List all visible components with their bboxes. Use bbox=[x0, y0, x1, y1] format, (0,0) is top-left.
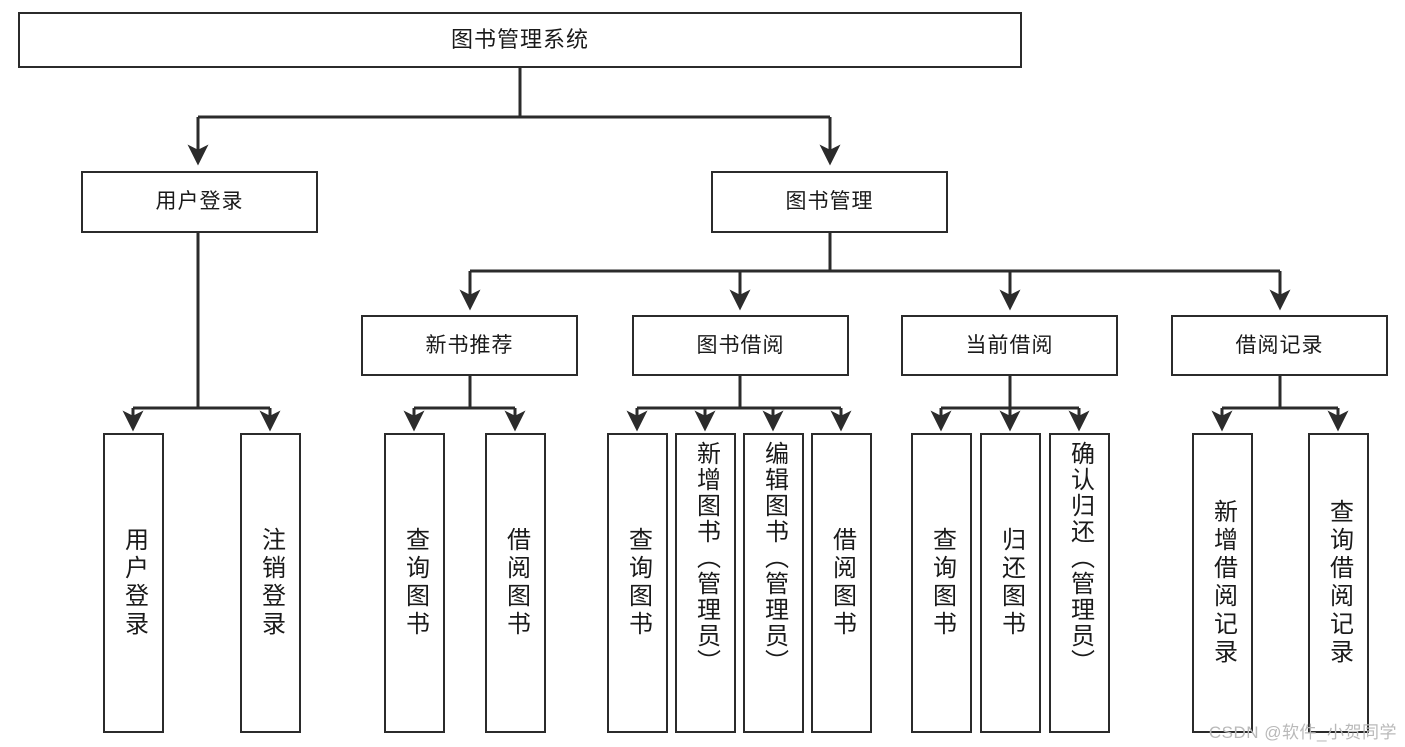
node-root-system[interactable]: 图书管理系统 bbox=[18, 12, 1022, 68]
leaf-current-query-book[interactable]: 查询图书 bbox=[911, 433, 972, 733]
leaf-borrow-add-book-admin[interactable]: 新增图书（管理员） bbox=[675, 433, 736, 733]
leaf-new-book-borrow[interactable]: 借阅图书 bbox=[485, 433, 546, 733]
node-book-management[interactable]: 图书管理 bbox=[711, 171, 948, 233]
node-borrow-record[interactable]: 借阅记录 bbox=[1171, 315, 1388, 376]
leaf-new-book-query[interactable]: 查询图书 bbox=[384, 433, 445, 733]
leaf-current-return-book[interactable]: 归还图书 bbox=[980, 433, 1041, 733]
leaf-user-login-signin[interactable]: 用户登录 bbox=[103, 433, 164, 733]
leaf-borrow-query-book[interactable]: 查询图书 bbox=[607, 433, 668, 733]
node-current-borrow[interactable]: 当前借阅 bbox=[901, 315, 1118, 376]
leaf-user-login-signout[interactable]: 注销登录 bbox=[240, 433, 301, 733]
watermark-text: CSDN @软件_小贺同学 bbox=[1208, 723, 1397, 742]
leaf-borrow-borrow-book[interactable]: 借阅图书 bbox=[811, 433, 872, 733]
node-book-borrow[interactable]: 图书借阅 bbox=[632, 315, 849, 376]
node-new-book-recommend[interactable]: 新书推荐 bbox=[361, 315, 578, 376]
node-user-login[interactable]: 用户登录 bbox=[81, 171, 318, 233]
leaf-borrow-edit-book-admin[interactable]: 编辑图书（管理员） bbox=[743, 433, 804, 733]
leaf-record-add-borrow-record[interactable]: 新增借阅记录 bbox=[1192, 433, 1253, 733]
leaf-record-query-borrow-record[interactable]: 查询借阅记录 bbox=[1308, 433, 1369, 733]
leaf-current-confirm-return-admin[interactable]: 确认归还（管理员） bbox=[1049, 433, 1110, 733]
